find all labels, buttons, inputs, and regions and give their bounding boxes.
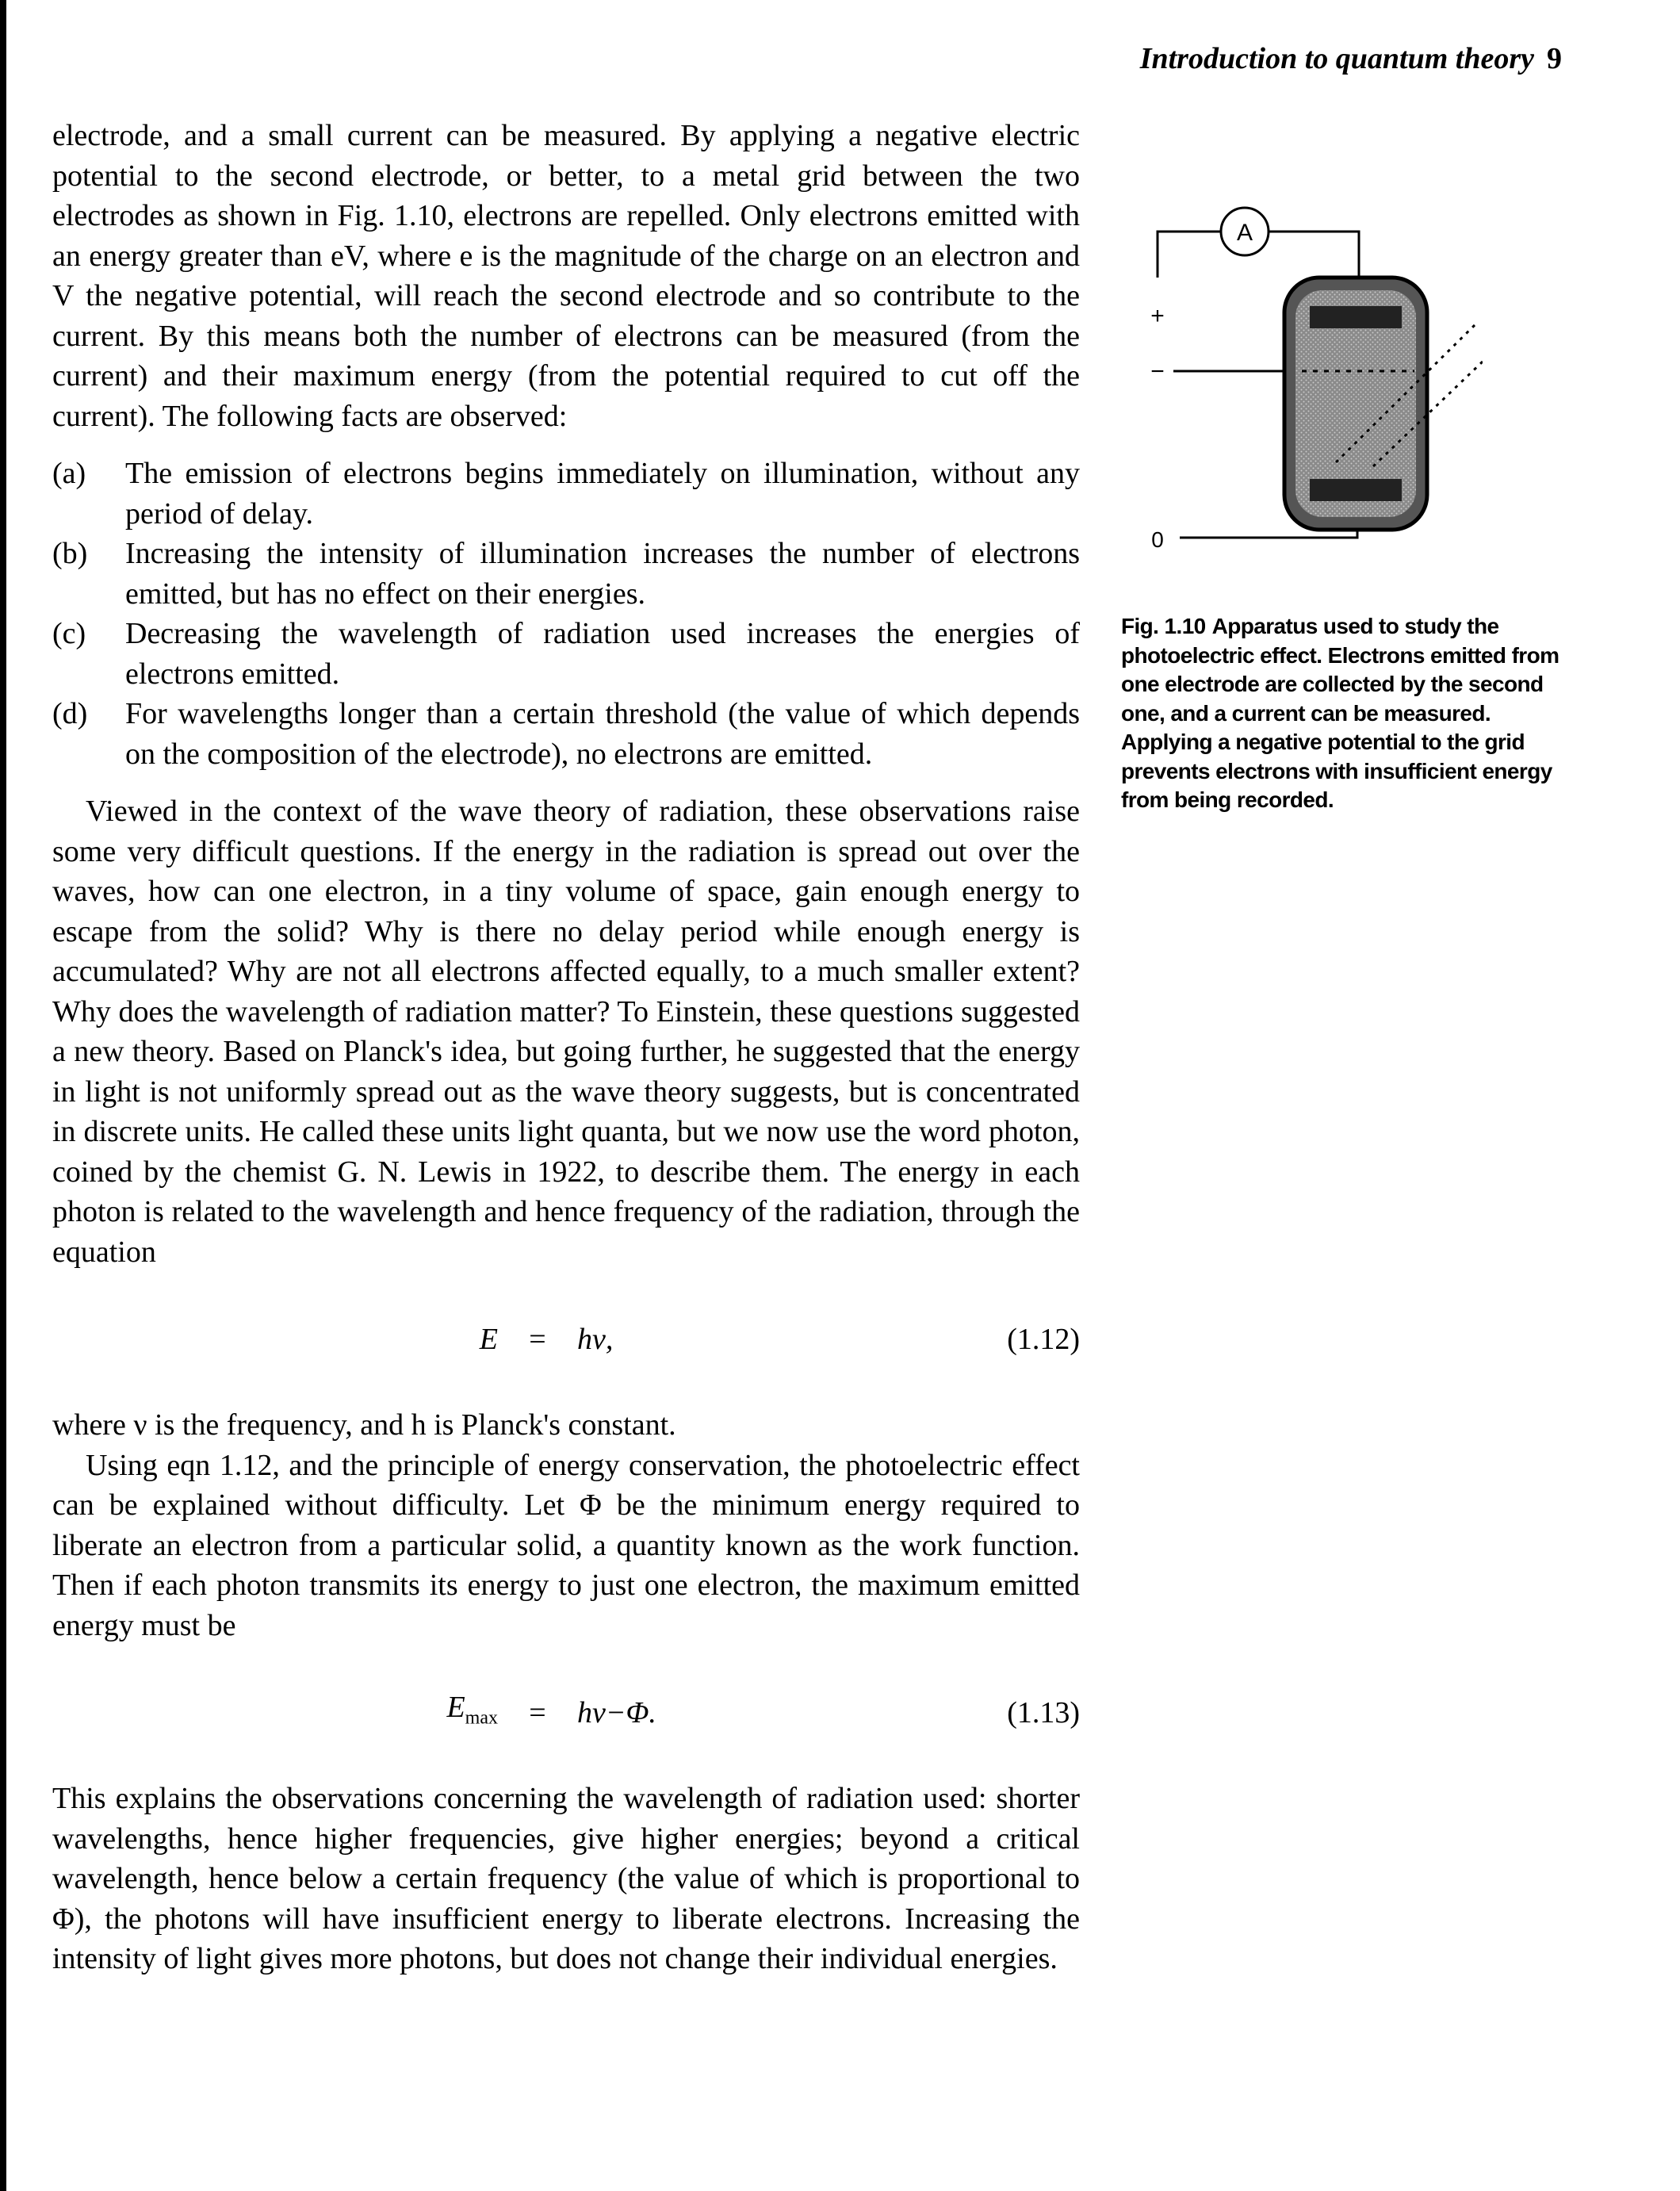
list-item-label: (c): [52, 617, 86, 650]
equation-equals: =: [529, 1695, 546, 1729]
equation-equals: =: [529, 1322, 546, 1356]
list-item-label: (d): [52, 697, 88, 730]
list-item-label: (a): [52, 457, 86, 490]
list-item: (b) Increasing the intensity of illumina…: [52, 534, 1080, 614]
equation-lhs: Emax: [446, 1690, 498, 1729]
list-item-text: For wavelengths longer than a certain th…: [125, 697, 1080, 771]
figure-caption-text: Apparatus used to study the photoelectri…: [1121, 614, 1559, 812]
paragraph-4: Using eqn 1.12, and the principle of ene…: [52, 1448, 1080, 1642]
equation-number: (1.12): [1007, 1322, 1080, 1356]
emitter-electrode: [1310, 479, 1402, 501]
running-title: Introduction to quantum theory: [1139, 42, 1534, 75]
figure-caption-label: Fig. 1.10: [1121, 614, 1206, 638]
page-number: 9: [1547, 42, 1562, 75]
collector-electrode: [1310, 306, 1402, 328]
main-text-column: electrode, and a small current can be me…: [52, 116, 1080, 1979]
paragraph-3: where ν is the frequency, and h is Planc…: [52, 1408, 676, 1442]
minus-terminal-label: −: [1150, 358, 1165, 385]
vacuum-tube: [1282, 275, 1429, 532]
equation-1-13: Emax = hν−Φ. (1.13): [52, 1677, 1080, 1749]
list-item: (a) The emission of electrons begins imm…: [52, 454, 1080, 534]
paragraph-5: This explains the observations concernin…: [52, 1782, 1080, 1975]
zero-potential-label: 0: [1151, 527, 1164, 552]
list-item-text: Decreasing the wavelength of radiation u…: [125, 617, 1080, 691]
equation-number: (1.13): [1007, 1695, 1080, 1729]
list-item: (d) For wavelengths longer than a certai…: [52, 694, 1080, 774]
list-item-text: The emission of electrons begins immedia…: [125, 457, 1080, 531]
equation-rhs: hν,: [577, 1322, 614, 1356]
list-item-text: Increasing the intensity of illumination…: [125, 537, 1080, 611]
paragraph-1: electrode, and a small current can be me…: [52, 119, 1080, 433]
equation-lhs: E: [479, 1322, 498, 1356]
page-binding-edge: [0, 0, 6, 2191]
paragraph-2: Viewed in the context of the wave theory…: [52, 795, 1080, 1269]
observations-list: (a) The emission of electrons begins imm…: [52, 454, 1080, 774]
list-item: (c) Decreasing the wavelength of radiati…: [52, 614, 1080, 694]
running-head: Introduction to quantum theory 9: [1078, 41, 1562, 76]
equation-1-12: E = hν, (1.12): [52, 1304, 1080, 1375]
ammeter-label: A: [1237, 220, 1253, 246]
ammeter: A: [1219, 206, 1270, 257]
plus-terminal-label: +: [1150, 303, 1165, 329]
list-item-label: (b): [52, 537, 88, 570]
photoelectric-apparatus-diagram: A + − 0: [1150, 206, 1483, 552]
equation-rhs: hν−Φ.: [577, 1695, 656, 1729]
